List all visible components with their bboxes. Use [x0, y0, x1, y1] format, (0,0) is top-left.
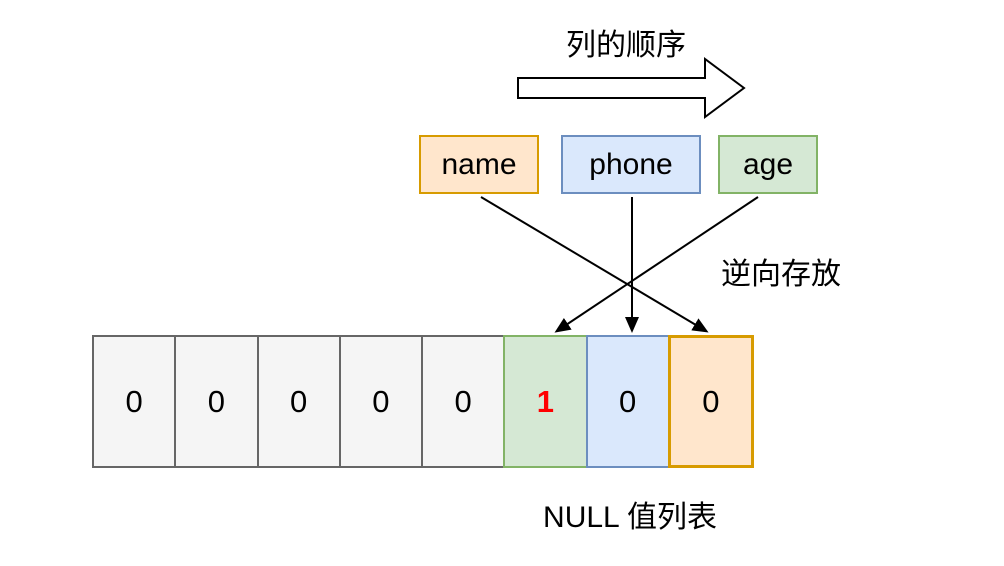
null-list-cell: 0 [338, 335, 423, 468]
null-list-caption: NULL 值列表 [543, 501, 717, 534]
column-label-phone: phone [589, 147, 673, 181]
reverse-storage-note: 逆向存放 [721, 258, 841, 291]
column-box-age: age [718, 135, 818, 194]
column-box-phone: phone [561, 135, 701, 194]
column-order-title: 列的顺序 [566, 29, 686, 62]
flow-direction-arrow-icon [517, 57, 746, 119]
column-box-name: name [419, 135, 539, 194]
null-list-cell: 0 [256, 335, 341, 468]
arrow-name-to-cell [480, 196, 709, 333]
null-list-cell: 0 [92, 335, 177, 468]
null-list-cell: 1 [503, 335, 588, 468]
null-list-cell: 0 [421, 335, 506, 468]
column-label-name: name [441, 147, 517, 181]
null-list-cell: 0 [174, 335, 259, 468]
null-list-cell: 0 [585, 335, 670, 468]
column-label-age: age [742, 147, 794, 181]
null-list-cell: 0 [667, 335, 754, 468]
